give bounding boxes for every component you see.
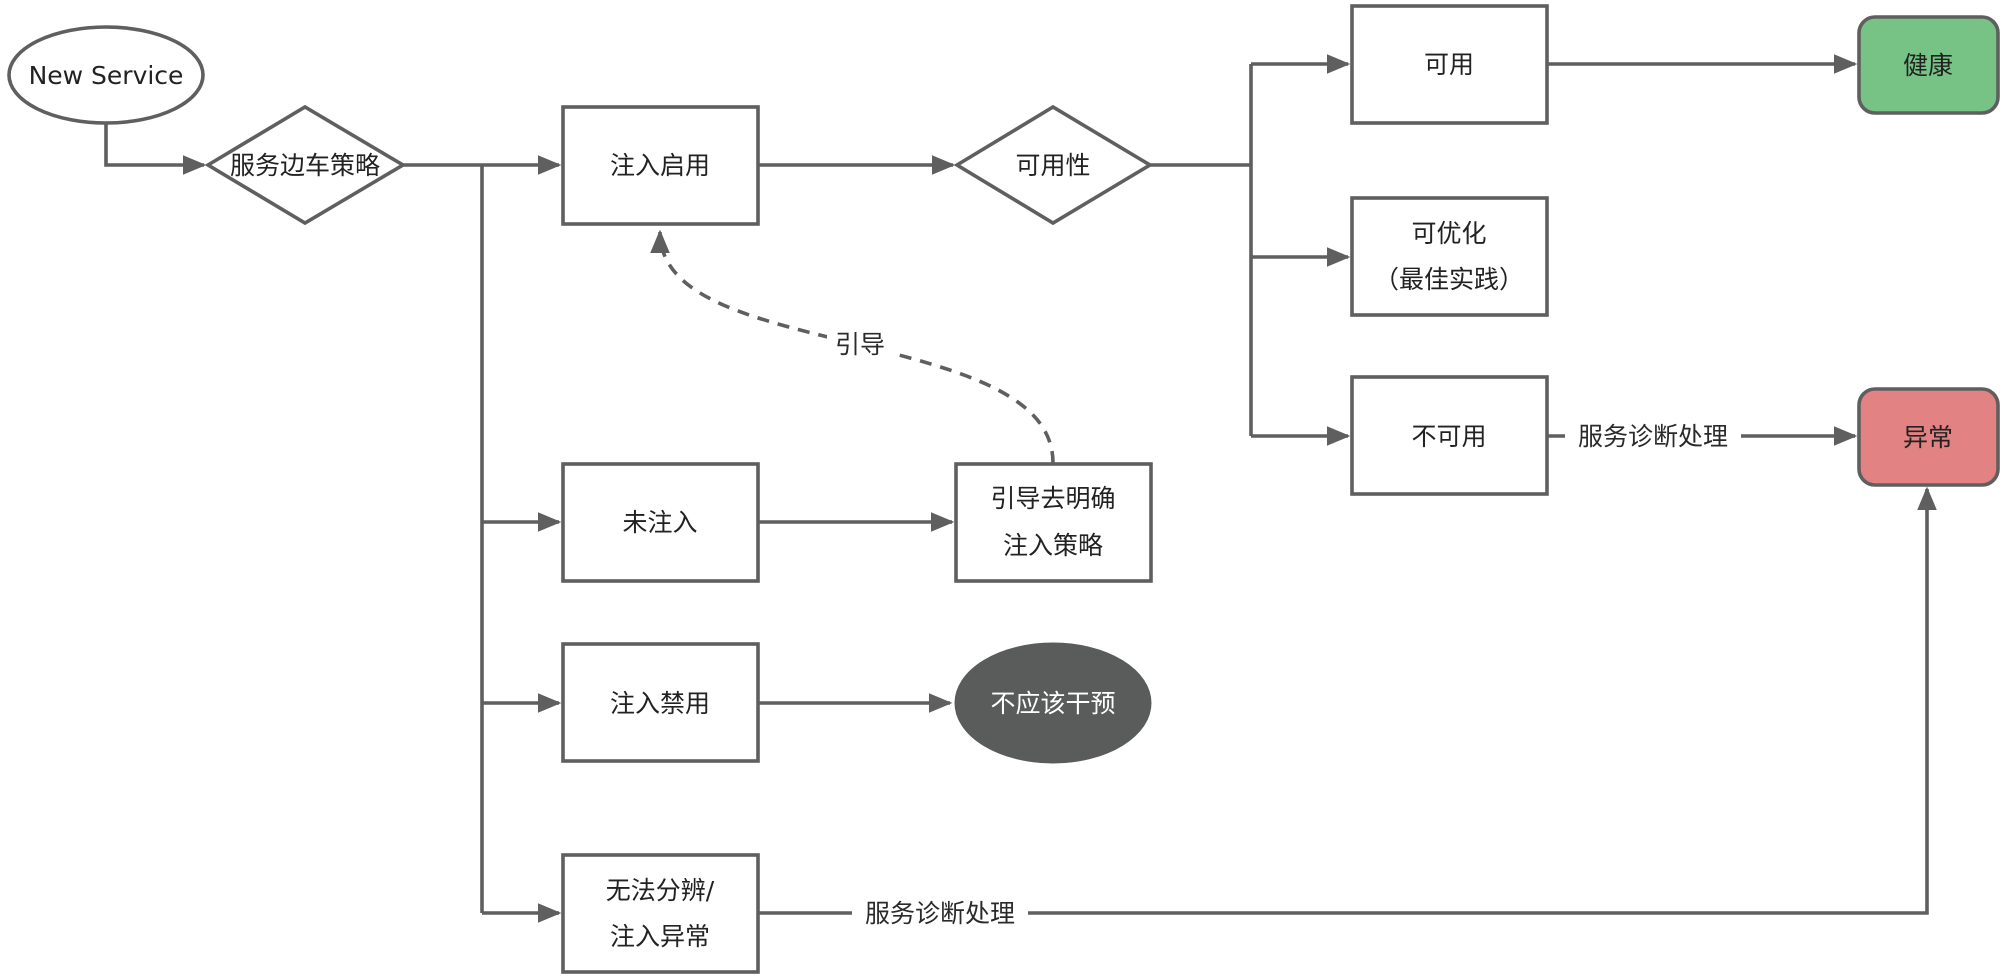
node-label-line-2: 注入策略: [1003, 531, 1103, 560]
rect-shape: [954, 462, 1153, 583]
edge-label-indistinguishable-to-abnormal: 服务诊断处理: [865, 899, 1015, 928]
rounded-rect-shape: [1857, 15, 2000, 115]
node-label: New Service: [29, 61, 184, 90]
node-indistinguishable[interactable]: 无法分辨/ 注入异常: [561, 853, 760, 974]
edge-label-bg: [1565, 420, 1741, 454]
node-guide-policy[interactable]: 引导去明确 注入策略: [954, 462, 1153, 583]
node-injection-enabled[interactable]: 注入启用: [561, 105, 760, 226]
node-label-line-1: 无法分辨/: [606, 876, 715, 905]
rect-shape: [1350, 375, 1549, 496]
node-label-line-1: 引导去明确: [990, 484, 1115, 513]
node-label: 不可用: [1411, 422, 1486, 451]
node-healthy[interactable]: 健康: [1857, 15, 2000, 115]
node-label: 健康: [1903, 51, 1953, 80]
node-label: 注入启用: [610, 151, 710, 180]
node-label: 未注入: [622, 508, 697, 537]
diamond-shape: [953, 104, 1154, 226]
edge-label-unavailable-to-abnormal: 服务诊断处理: [1578, 422, 1728, 451]
node-optimizable[interactable]: 可优化 （最佳实践）: [1350, 196, 1549, 317]
node-label: 异常: [1903, 423, 1953, 452]
node-availability[interactable]: 可用性: [953, 104, 1154, 226]
edge-label-guide: 引导: [835, 330, 885, 359]
rounded-rect-shape: [1857, 387, 2000, 487]
rect-shape: [561, 853, 760, 974]
edge-labels: 服务诊断处理 服务诊断处理 引导: [827, 328, 1741, 931]
node-injection-disabled[interactable]: 注入禁用: [561, 642, 760, 763]
node-available[interactable]: 可用: [1350, 4, 1549, 125]
node-label: 不应该干预: [990, 689, 1115, 718]
node-new-service[interactable]: New Service: [7, 25, 205, 125]
node-label: 注入禁用: [610, 689, 710, 718]
node-label-line-1: 可优化: [1411, 219, 1486, 248]
rect-shape: [561, 642, 760, 763]
node-abnormal[interactable]: 异常: [1857, 387, 2000, 487]
node-sidecar-policy[interactable]: 服务边车策略: [204, 104, 407, 226]
rect-shape: [561, 105, 760, 226]
node-not-injected[interactable]: 未注入: [561, 462, 760, 583]
diamond-shape: [204, 104, 407, 226]
node-label-line-2: 注入异常: [610, 922, 710, 951]
rect-shape: [1350, 196, 1549, 317]
edge-new-service-to-sidecar-policy: [104, 123, 207, 175]
node-label-line-2: （最佳实践）: [1374, 265, 1524, 294]
node-unavailable[interactable]: 不可用: [1350, 375, 1549, 496]
edge-indistinguishable-to-abnormal: [758, 486, 1937, 915]
rect-shape: [561, 462, 760, 583]
rect-shape: [1350, 4, 1549, 125]
edge-label-bg: [827, 328, 893, 362]
node-label: 可用: [1424, 50, 1474, 79]
node-no-intervene[interactable]: 不应该干预: [954, 642, 1152, 764]
ellipse-shape: [954, 642, 1152, 764]
node-label: 服务边车策略: [230, 151, 380, 180]
edge-label-bg: [852, 897, 1028, 931]
node-label: 可用性: [1015, 151, 1090, 180]
ellipse-shape: [7, 25, 205, 125]
